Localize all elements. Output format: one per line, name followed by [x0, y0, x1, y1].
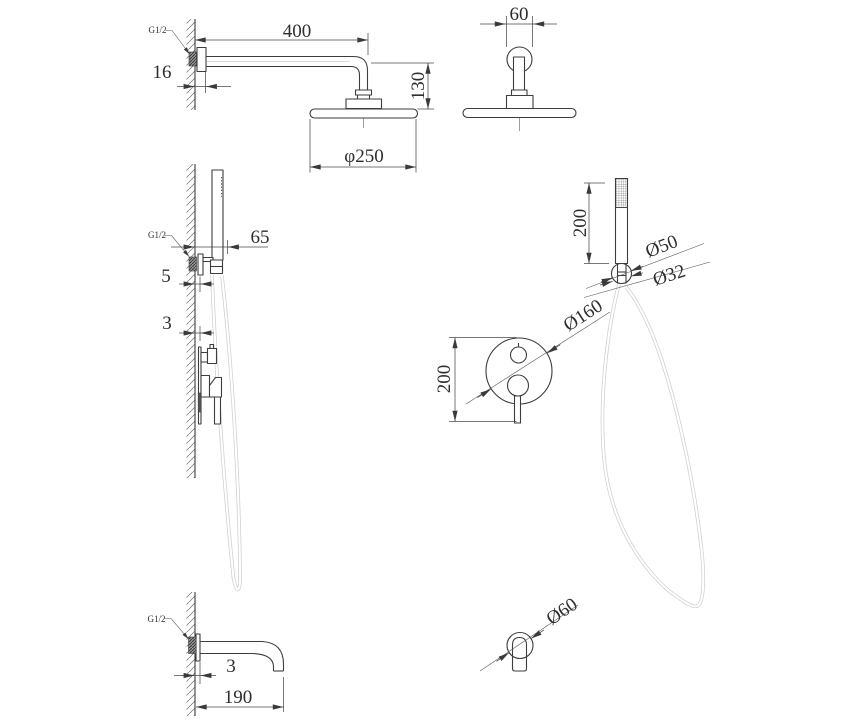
dim-wall-plate-depth: 16	[153, 62, 172, 83]
head-mount-base-front	[505, 94, 534, 110]
wall-hatching	[186, 592, 195, 716]
thread-label: G1/2	[148, 230, 166, 240]
dim-arrow	[530, 629, 545, 639]
thread-nipple	[188, 636, 197, 654]
handle-body-side	[208, 376, 223, 398]
diverter-knob-side	[206, 347, 218, 365]
dim-arrow	[630, 270, 644, 277]
dim-arrow	[496, 652, 510, 662]
thread-nipple	[188, 256, 197, 272]
rain-shower-front-view	[462, 46, 577, 131]
dim-holder-plate-depth: 5	[161, 266, 171, 287]
diverter-nub	[209, 343, 215, 350]
spout-flange	[506, 631, 534, 660]
mixer-plate-edge	[197, 392, 202, 413]
dim-head-drop: 130	[408, 72, 429, 101]
spout-side-view	[186, 592, 285, 716]
dim-line-flange-diameter	[479, 604, 579, 672]
dim-head-diameter: φ250	[344, 146, 383, 167]
dim-line-trim-diameter	[465, 311, 611, 405]
spout-side-dimensions: 3 190 G1/2	[148, 614, 284, 712]
arm-escutcheon	[196, 46, 207, 73]
dim-trim-height: 200	[434, 365, 455, 394]
rain-shower-side-view	[186, 19, 419, 128]
rain-shower-side-dimensions: 400 16 130 φ250 G1/2	[149, 21, 434, 173]
shower-arm-outer-edge	[206, 55, 369, 90]
spout-inner-edge	[200, 652, 275, 671]
handle-base-side	[200, 374, 211, 398]
arm-connector-cone	[356, 94, 371, 100]
leader-line	[165, 30, 190, 55]
dim-line-connector-diameter	[583, 261, 711, 298]
dim-holder-reach: 65	[251, 227, 270, 248]
dim-arrow	[599, 281, 613, 287]
thread-nipple	[188, 51, 197, 67]
leader-line	[164, 618, 189, 640]
dim-flange-width: 60	[510, 4, 529, 25]
arm-front	[512, 56, 526, 91]
dim-valve-plate-depth: 3	[162, 313, 172, 334]
dim-arrow	[546, 344, 561, 354]
hand-shower-side-view	[186, 164, 242, 592]
holder-escutcheon	[197, 253, 204, 276]
spout-outer-edge	[200, 640, 285, 671]
rain-head-plate	[309, 108, 419, 119]
spout-front-view	[506, 631, 534, 672]
dim-connector-diameter: Ø32	[650, 261, 688, 291]
dim-wall-plate-depth: 3	[226, 656, 236, 677]
dim-arrow	[630, 264, 644, 272]
dim-flange-diameter: Ø60	[543, 594, 582, 630]
handle-lever-side	[213, 396, 222, 425]
mixer-trim-plate	[485, 337, 553, 405]
spout-escutcheon	[195, 633, 201, 662]
hand-shower-front-dimensions: 200 Ø50 Ø32	[570, 182, 711, 298]
dim-arm-length: 400	[283, 21, 312, 42]
hose-inner	[601, 283, 705, 608]
thread-label: G1/2	[149, 25, 167, 35]
spray-face-grid	[615, 178, 628, 208]
hand-shower-hose-loop	[600, 283, 706, 609]
hose-inner	[210, 274, 242, 591]
hand-shower-front-view	[600, 177, 706, 609]
arm-connector-nut	[354, 89, 373, 96]
mixer-front-view	[485, 337, 553, 424]
handle-lever-front	[513, 395, 522, 424]
dim-handle-diameter: Ø50	[643, 231, 681, 262]
wall-hatching	[186, 164, 195, 478]
dim-trim-plate-diameter: Ø160	[560, 295, 607, 336]
mixer-front-dimensions: 200 Ø160	[434, 295, 611, 422]
hand-shower-side-dimensions: 65 5 3 G1/2	[148, 227, 270, 341]
dim-arrow	[477, 388, 491, 398]
rain-shower-front-dimensions: 60	[480, 4, 557, 47]
spout-front-dimensions: Ø60	[479, 594, 582, 672]
diverter-stem-side	[200, 351, 209, 363]
shower-arm-inner-edge	[206, 65, 361, 90]
dim-handle-length: 200	[570, 209, 591, 238]
diverter-knob-front	[509, 346, 528, 364]
hose-connector-ball	[610, 262, 633, 285]
dim-spout-reach: 190	[224, 687, 253, 708]
head-mount-base	[345, 98, 383, 110]
handle-hub-front	[506, 374, 530, 397]
rain-head-plate-front	[462, 107, 577, 119]
thread-label: G1/2	[148, 614, 166, 624]
dim-arrow	[600, 277, 613, 284]
spout-body-front	[511, 636, 528, 672]
leader-line	[164, 235, 190, 257]
connector-nut-front	[510, 89, 528, 97]
